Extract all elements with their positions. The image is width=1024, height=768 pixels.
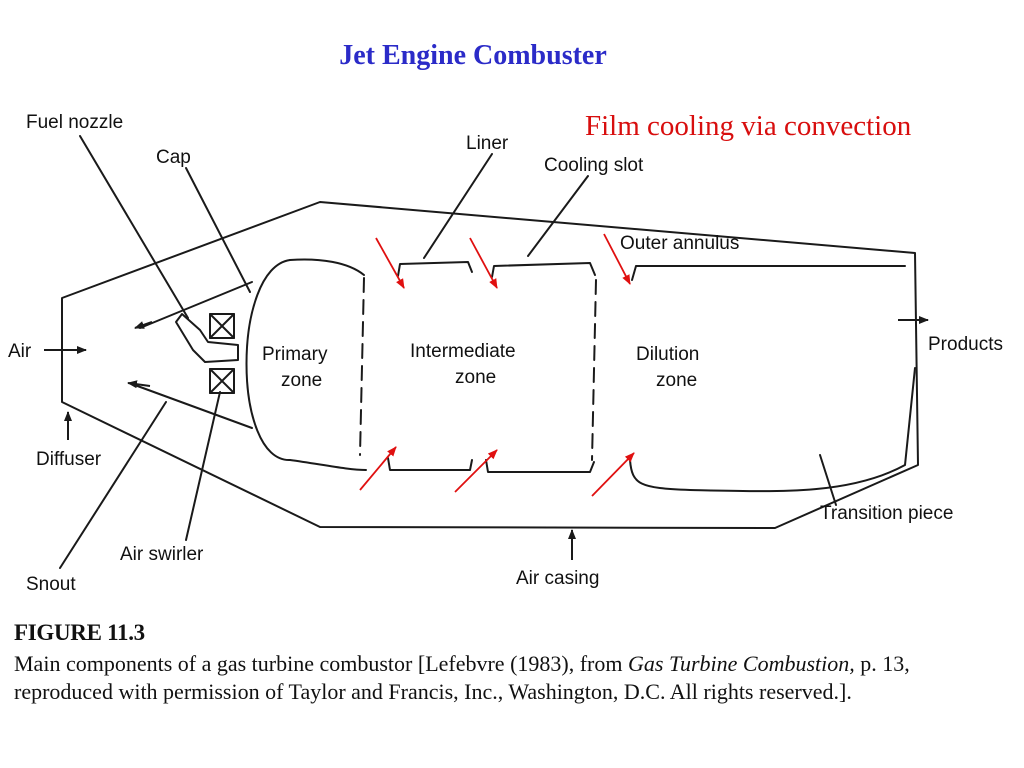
label-transition-piece: Transition piece bbox=[820, 503, 953, 524]
caption-text-end: p. 13, reproduced with permission of Tay… bbox=[14, 651, 910, 704]
cooling-arrow-lower-3 bbox=[591, 452, 635, 497]
label-primary-zone-1: Primary bbox=[262, 344, 328, 365]
swirler-box-lower bbox=[209, 368, 235, 394]
label-intermediate-zone-1: Intermediate bbox=[410, 341, 516, 362]
zone-divider-2 bbox=[591, 279, 597, 461]
caption-text-start: Main components of a gas turbine combust… bbox=[14, 651, 628, 676]
label-dilution-zone-1: Dilution bbox=[636, 344, 699, 365]
liner-lower-1 bbox=[387, 457, 473, 471]
snout-inflow-lower bbox=[127, 380, 151, 389]
label-cooling-slot: Cooling slot bbox=[544, 155, 644, 176]
swirler-box-upper bbox=[209, 313, 235, 339]
air-casing-outline bbox=[61, 201, 919, 529]
fuel-nozzle-body bbox=[175, 313, 239, 363]
cooling-arrow-upper-1 bbox=[375, 237, 405, 289]
cooling-arrow-upper-2 bbox=[469, 237, 498, 289]
cooling-arrow-lower-2 bbox=[454, 449, 498, 493]
film-cooling-annotation: Film cooling via convection bbox=[585, 110, 912, 142]
label-outer-annulus: Outer annulus bbox=[620, 233, 739, 254]
liner-leader bbox=[423, 153, 493, 259]
label-intermediate-zone-2: zone bbox=[455, 367, 496, 388]
figure-caption-text: Main components of a gas turbine combust… bbox=[14, 650, 999, 706]
label-dilution-zone-2: zone bbox=[656, 370, 697, 391]
liner-upper-3 bbox=[631, 265, 906, 281]
liner-lower-2 bbox=[485, 459, 595, 473]
label-snout: Snout bbox=[26, 574, 76, 595]
label-air: Air bbox=[8, 341, 32, 362]
cooling-arrow-upper-3 bbox=[603, 233, 631, 285]
liner-upper-primary bbox=[289, 258, 365, 276]
air-swirler-leader bbox=[185, 391, 221, 541]
liner-upper-1 bbox=[397, 261, 473, 277]
liner-lower-3 bbox=[629, 367, 916, 493]
caption-book-title: Gas Turbine Combustion, bbox=[628, 651, 855, 676]
liner-upper-2 bbox=[491, 262, 596, 278]
liner-lower-primary bbox=[289, 459, 367, 471]
combustor-diagram: Fuel nozzle Cap Liner Cooling slot Outer… bbox=[8, 112, 1003, 595]
figure-label: FIGURE 11.3 bbox=[14, 620, 145, 645]
zone-divider-1 bbox=[359, 277, 365, 456]
figure-caption: FIGURE 11.3 Main components of a gas tur… bbox=[14, 620, 1004, 706]
snout-leader bbox=[59, 401, 167, 569]
fuel-nozzle-leader bbox=[79, 135, 189, 319]
label-primary-zone-2: zone bbox=[281, 370, 322, 391]
label-fuel-nozzle: Fuel nozzle bbox=[26, 112, 123, 133]
cooling-arrow-lower-1 bbox=[359, 446, 397, 491]
transition-leader bbox=[819, 454, 837, 506]
label-products: Products bbox=[928, 334, 1003, 355]
cap-leader bbox=[185, 167, 251, 293]
label-cap: Cap bbox=[156, 147, 191, 168]
label-air-swirler: Air swirler bbox=[120, 544, 204, 565]
label-diffuser: Diffuser bbox=[36, 449, 102, 470]
snout-inflow-upper bbox=[134, 321, 153, 329]
label-air-casing: Air casing bbox=[516, 568, 599, 589]
page-title: Jet Engine Combuster bbox=[339, 40, 607, 71]
cooling-slot-leader bbox=[527, 175, 589, 257]
label-liner: Liner bbox=[466, 133, 509, 154]
cap-dome bbox=[245, 259, 291, 462]
snout-upper bbox=[139, 281, 253, 329]
snout-lower bbox=[131, 383, 253, 429]
